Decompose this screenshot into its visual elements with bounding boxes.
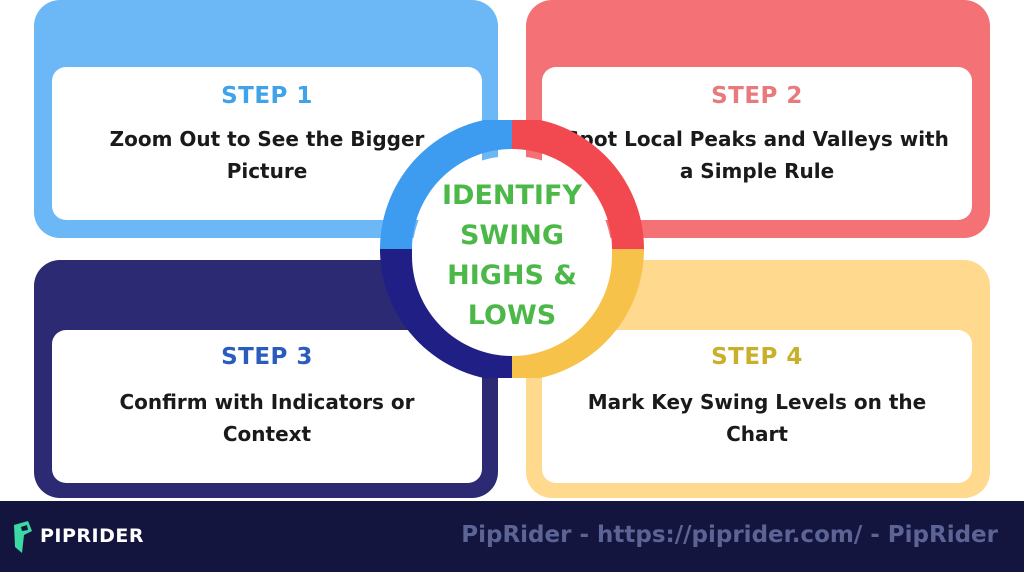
step-3-text: Confirm with Indicators or Context: [119, 390, 415, 446]
footer-credit: PipRider - https://piprider.com/ - PipRi…: [461, 522, 998, 548]
step-4-card: STEP 4 Mark Key Swing Levels on the Char…: [542, 330, 972, 483]
step-1-text: Zoom Out to See the Bigger Picture: [109, 127, 425, 183]
step-3-label: STEP 3: [221, 344, 313, 370]
step-2-text: Spot Local Peaks and Valleys with a Simp…: [565, 127, 949, 183]
step-4-text: Mark Key Swing Levels on the Chart: [587, 390, 927, 446]
step-4-label: STEP 4: [711, 344, 803, 370]
center-disc: [412, 156, 612, 356]
brand-name: PIPRIDER: [40, 525, 145, 547]
step-2-label: STEP 2: [711, 83, 803, 109]
center-title: IDENTIFY SWING HIGHS & LOWS: [442, 180, 582, 331]
step-1-label: STEP 1: [221, 83, 313, 109]
step-3-card: STEP 3 Confirm with Indicators or Contex…: [52, 330, 482, 483]
ring-segment-step-1: [380, 120, 512, 249]
ring-segment-step-2: [512, 120, 644, 249]
piprider-logo-icon: [14, 521, 32, 553]
footer-bar: PIPRIDER PipRider - https://piprider.com…: [0, 501, 1024, 572]
